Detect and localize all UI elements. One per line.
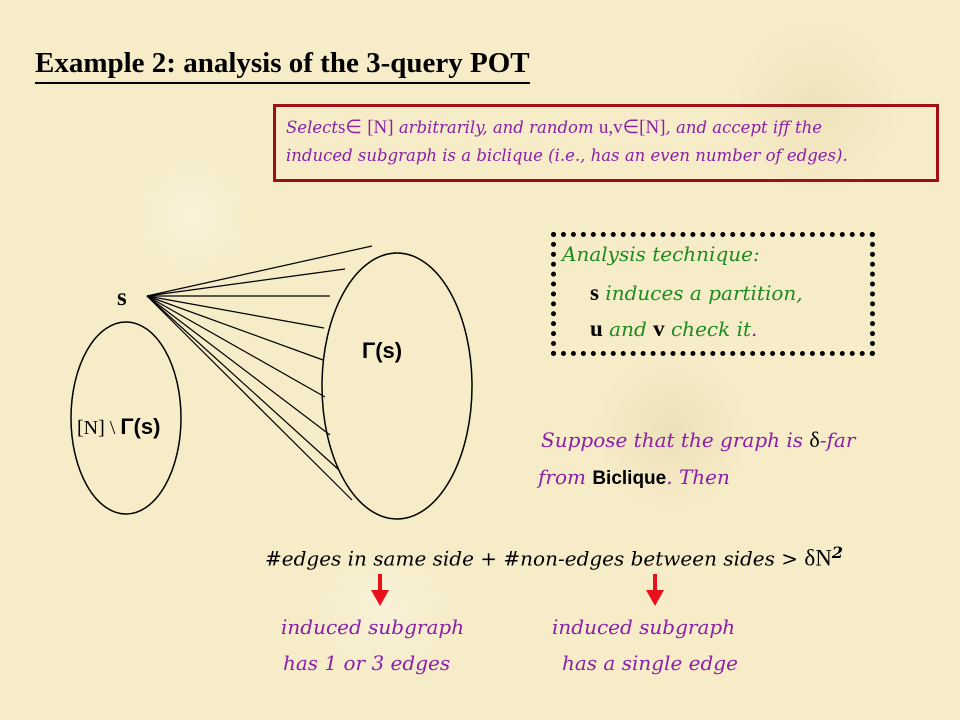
complement-set-ellipse: [70, 321, 182, 515]
complement-label: [N] \ Γ(s): [77, 414, 160, 440]
analysis-line-3: u and v check it.: [590, 316, 757, 342]
uv-symbols: u,v: [598, 117, 623, 138]
edge-line: [146, 295, 331, 436]
edge-line: [146, 295, 325, 329]
slide-title: Example 2: analysis of the 3-query POT: [35, 45, 530, 84]
from-text: from: [538, 465, 593, 489]
analysis-check-text: check it: [664, 317, 752, 341]
formula-exponent: 2: [831, 543, 843, 562]
far-text: -far: [819, 428, 856, 452]
suppose-text: Suppose that the graph is: [541, 428, 810, 452]
edge-line: [146, 295, 324, 361]
arbitrarily-text: arbitrarily, and random: [398, 118, 594, 137]
then-text: . Then: [666, 465, 730, 489]
left-arrow: [371, 574, 389, 606]
select-word: Select: [286, 118, 338, 137]
complement-label-prefix: [N] \: [77, 417, 121, 439]
complement-label-gamma: Γ(s): [120, 414, 161, 439]
in-symbol-2: ∈: [622, 117, 640, 138]
in-symbol: ∈: [345, 117, 362, 138]
edge-line: [146, 295, 340, 471]
right-note-line-1: induced subgraph: [552, 615, 736, 639]
biclique-word: Biclique: [592, 468, 667, 489]
analysis-technique-box: [551, 232, 875, 356]
right-note-line-2: has a single edge: [562, 651, 738, 675]
analysis-line-2: s induces a partition,: [590, 280, 803, 306]
analysis-period: .: [751, 317, 758, 341]
suppose-line-1: Suppose that the graph is δ-far: [541, 427, 855, 453]
delta-symbol: δ: [809, 427, 820, 452]
left-note-line-2: has 1 or 3 edges: [283, 651, 451, 675]
neighborhood-label: Γ(s): [362, 338, 403, 363]
edge-line: [146, 295, 353, 501]
edge-line: [146, 245, 373, 297]
test-description-line-1: Selects∈ [N] arbitrarily, and random u,v…: [286, 114, 936, 142]
left-note-line-1: induced subgraph: [281, 615, 465, 639]
edge-line: [146, 268, 346, 297]
test-description-box: Selects∈ [N] arbitrarily, and random u,v…: [273, 104, 939, 182]
analysis-v-symbol: v: [653, 316, 665, 341]
vertex-s-label: s: [117, 284, 127, 311]
edge-fan: [146, 245, 373, 501]
analysis-partition-text: induces a partition,: [598, 281, 803, 305]
s-symbol: s: [337, 117, 346, 138]
accept-text: , and accept iff the: [665, 118, 823, 137]
analysis-s-symbol: s: [590, 280, 599, 305]
analysis-and-text: and: [602, 317, 654, 341]
formula-lhs: #edges in same side + #non-edges between…: [265, 546, 805, 571]
right-arrow: [646, 574, 664, 606]
neighborhood-set-ellipse: [321, 252, 473, 520]
n-set: [N]: [367, 117, 394, 138]
test-description-line-2: induced subgraph is a biclique (i.e., ha…: [286, 146, 848, 165]
formula-n: N: [815, 545, 832, 571]
n-set-2: [N]: [639, 117, 666, 138]
analysis-u-symbol: u: [590, 316, 603, 341]
edge-line: [146, 295, 326, 398]
analysis-heading: Analysis technique:: [562, 242, 760, 266]
edge-count-inequality: #edges in same side + #non-edges between…: [265, 543, 843, 572]
formula-delta: δ: [804, 545, 816, 571]
suppose-line-2: from Biclique. Then: [538, 465, 730, 490]
